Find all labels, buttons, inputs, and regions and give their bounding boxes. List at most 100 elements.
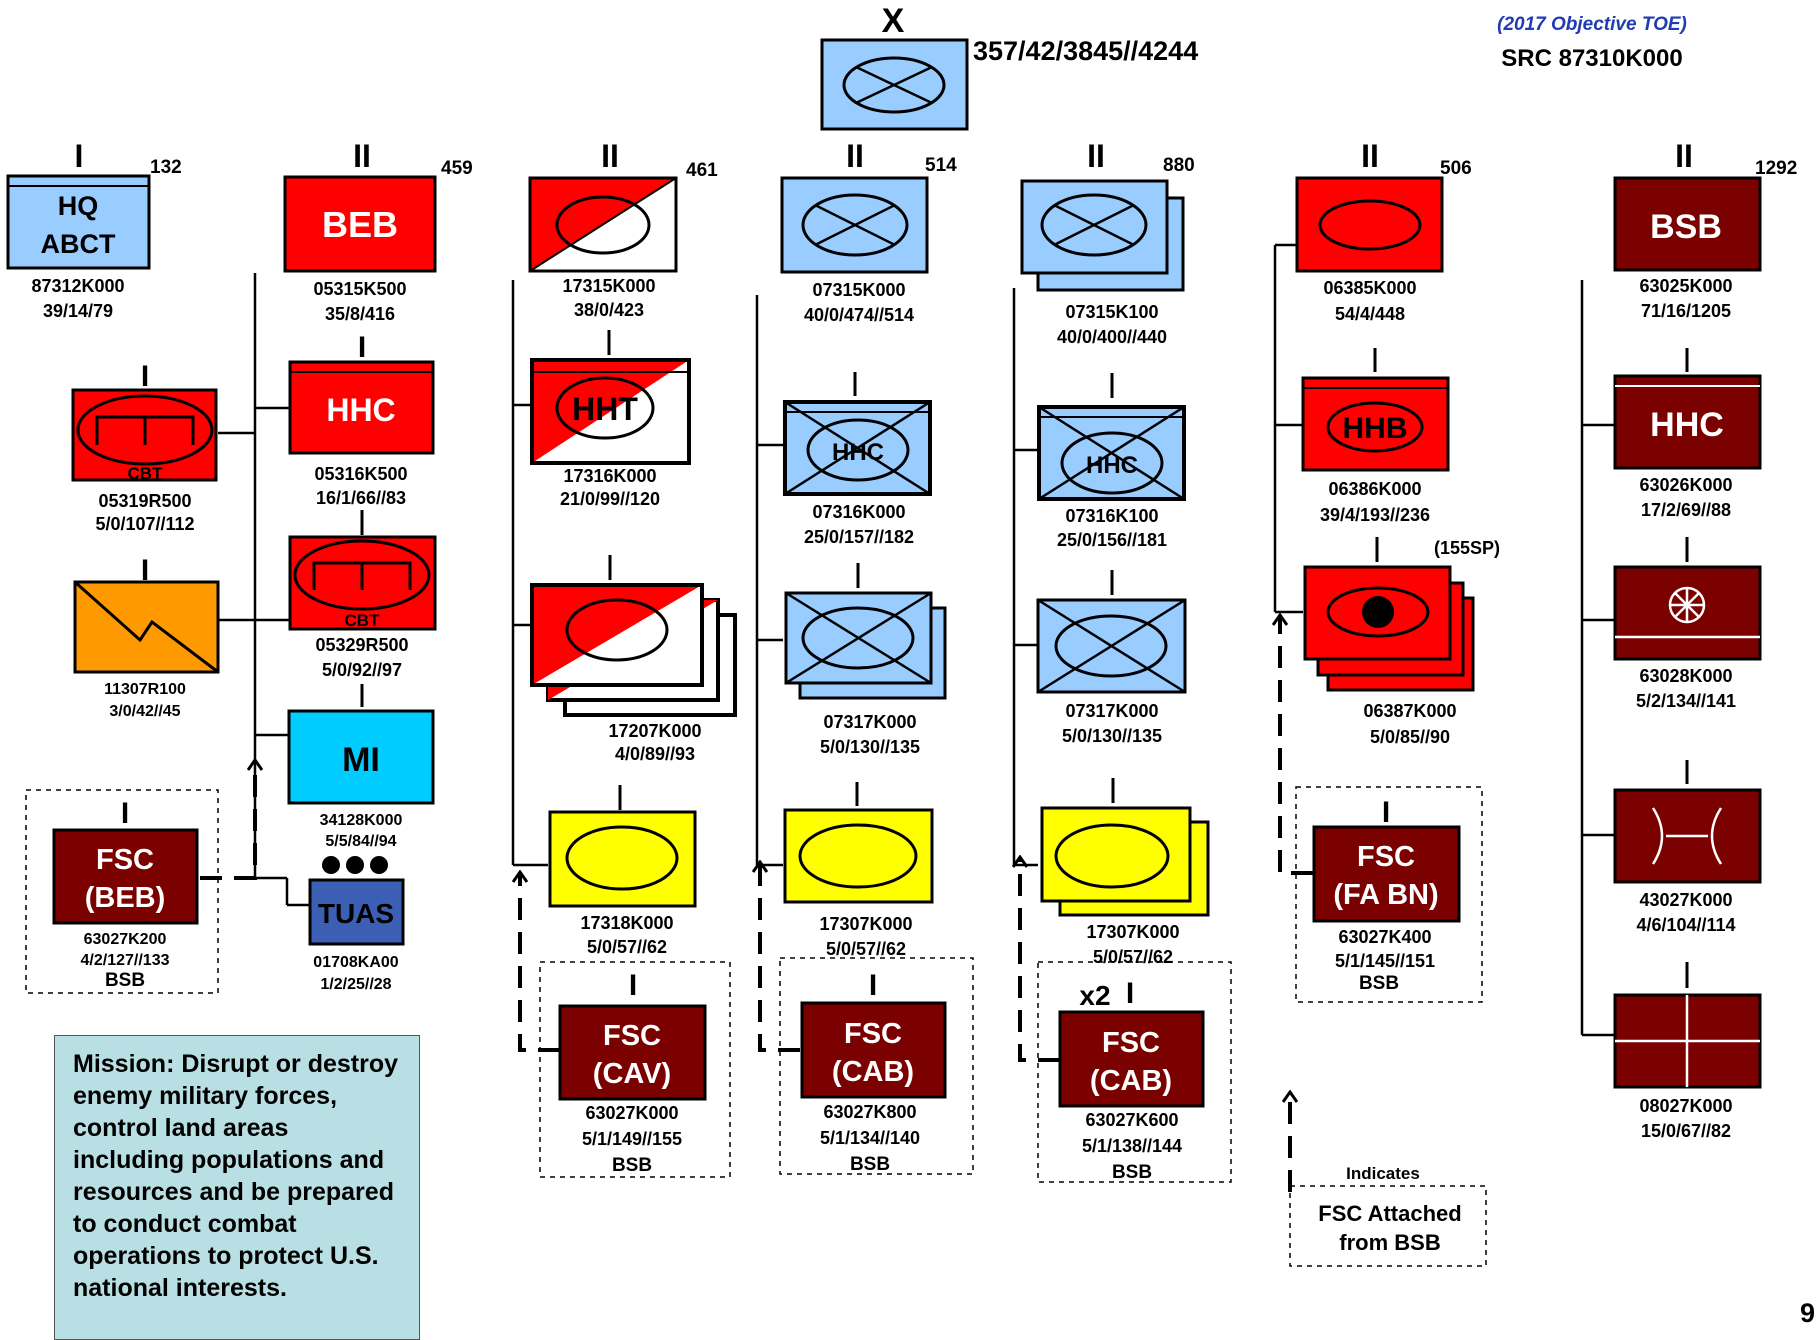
svg-text:17/2/69//88: 17/2/69//88 — [1641, 500, 1731, 520]
svg-text:I: I — [141, 554, 149, 587]
mission-statement: Mission: Disrupt or destroy enemy milita… — [54, 1035, 420, 1340]
svg-text:(FA BN): (FA BN) — [1333, 879, 1438, 911]
unit-beb: II 459 BEB 05315K500 35/8/416 — [283, 138, 473, 324]
unit-fa-battery: (155SP) 06387K000 5/0/85//90 — [1303, 537, 1500, 747]
svg-text:II: II — [353, 138, 371, 174]
svg-text:17315K000: 17315K000 — [562, 276, 655, 296]
svg-text:5/0/107//112: 5/0/107//112 — [95, 514, 194, 534]
unit-fa-battalion: II 506 06385K000 54/4/448 — [1295, 138, 1472, 324]
svg-text:63027K600: 63027K600 — [1085, 1110, 1178, 1130]
svg-text:06386K000: 06386K000 — [1328, 479, 1421, 499]
svg-text:39/4/193//236: 39/4/193//236 — [1320, 505, 1430, 525]
svg-text:43027K000: 43027K000 — [1639, 890, 1732, 910]
unit-cab-07317-b: 07317K000 5/0/130//135 — [1036, 570, 1187, 746]
svg-text:Indicates: Indicates — [1346, 1164, 1420, 1183]
svg-text:05316K500: 05316K500 — [314, 464, 407, 484]
unit-hhc-07316: HHC 07316K000 25/0/157//182 — [783, 372, 932, 547]
svg-text:5/0/57//62: 5/0/57//62 — [587, 937, 667, 957]
svg-text:63028K000: 63028K000 — [1639, 666, 1732, 686]
unit-hhb: HHB 06386K000 39/4/193//236 — [1301, 348, 1450, 525]
svg-text:II: II — [1361, 138, 1379, 174]
unit-fsc-beb: I FSC (BEB) 63027K200 4/2/127//133 BSB — [25, 789, 219, 994]
svg-text:5/0/92//97: 5/0/92//97 — [322, 660, 402, 680]
svg-text:17316K000: 17316K000 — [563, 466, 656, 486]
svg-text:I: I — [869, 969, 877, 1002]
svg-text:11307R100: 11307R100 — [104, 681, 186, 698]
svg-text:25/0/157//182: 25/0/157//182 — [804, 527, 914, 547]
svg-text:461: 461 — [686, 160, 718, 181]
brigade-strength: 357/42/3845//4244 — [973, 36, 1198, 66]
svg-text:05329R500: 05329R500 — [315, 635, 408, 655]
svg-text:5/1/134//140: 5/1/134//140 — [820, 1128, 920, 1148]
svg-text:I: I — [121, 797, 129, 830]
svg-text:BSB: BSB — [1650, 208, 1722, 246]
unit-cab-17307-b: 17307K000 5/0/57//62 — [1040, 778, 1210, 967]
svg-text:01708KA00: 01708KA00 — [313, 954, 399, 971]
svg-text:II: II — [1087, 138, 1105, 174]
svg-text:(BEB): (BEB) — [85, 882, 166, 914]
svg-text:(CAB): (CAB) — [832, 1056, 914, 1088]
svg-text:CBT: CBT — [345, 611, 381, 630]
svg-text:63027K400: 63027K400 — [1338, 927, 1431, 947]
svg-text:from BSB: from BSB — [1339, 1230, 1440, 1255]
svg-text:63027K000: 63027K000 — [585, 1103, 678, 1123]
unit-code: 87312K000 — [31, 276, 124, 296]
svg-text:07316K100: 07316K100 — [1065, 506, 1158, 526]
svg-text:17307K000: 17307K000 — [819, 914, 912, 934]
legend: Indicates FSC Attached from BSB — [1289, 1164, 1487, 1267]
svg-text:07317K000: 07317K000 — [823, 712, 916, 732]
cbt-label: CBT — [128, 464, 164, 483]
svg-text:BSB: BSB — [850, 1154, 890, 1175]
unit-hhc-07316-k100: HHC 07316K100 25/0/156//181 — [1037, 373, 1186, 550]
svg-text:(CAB): (CAB) — [1090, 1065, 1172, 1097]
svg-text:05319R500: 05319R500 — [98, 491, 191, 511]
svg-text:5/0/85//90: 5/0/85//90 — [1370, 727, 1450, 747]
svg-text:4/0/89//93: 4/0/89//93 — [615, 744, 695, 764]
unit-maintenance-63028: 63028K000 5/2/134//141 — [1613, 537, 1762, 711]
svg-text:1292: 1292 — [1755, 158, 1797, 179]
svg-text:BSB: BSB — [612, 1155, 652, 1176]
svg-text:I: I — [629, 969, 637, 1002]
svg-text:5/0/57//62: 5/0/57//62 — [1093, 947, 1173, 967]
unit-signal-11307: I 11307R100 3/0/42//45 — [73, 554, 220, 720]
svg-text:4/2/127//133: 4/2/127//133 — [81, 952, 170, 969]
unit-cab-07315-k100: II 880 07315K100 40/0/400//440 — [1020, 138, 1195, 347]
svg-text:07317K000: 07317K000 — [1065, 701, 1158, 721]
svg-text:I: I — [1382, 796, 1390, 829]
unit-bsb: II 1292 BSB 63025K000 71/16/1205 — [1613, 138, 1797, 321]
svg-text:(155SP): (155SP) — [1434, 538, 1500, 558]
unit-cav-troop: 17207K000 4/0/89//93 — [530, 555, 737, 764]
unit-cbt-05319: I CBT 05319R500 5/0/107//112 — [71, 360, 218, 534]
svg-text:34128K000: 34128K000 — [320, 812, 403, 829]
svg-text:FSC: FSC — [1357, 841, 1415, 873]
svg-text:1/2/25//28: 1/2/25//28 — [320, 976, 391, 993]
svg-text:506: 506 — [1440, 158, 1472, 179]
svg-text:25/0/156//181: 25/0/156//181 — [1057, 530, 1167, 550]
svg-text:5/1/145//151: 5/1/145//151 — [1335, 951, 1435, 971]
unit-cab-07315: II 514 07315K000 40/0/474//514 — [780, 138, 957, 325]
svg-text:459: 459 — [441, 158, 473, 179]
unit-cab-17307-a: 17307K000 5/0/57//62 — [783, 782, 934, 959]
unit-cab-07317-a: 07317K000 5/0/130//135 — [784, 563, 947, 757]
svg-text:FSC: FSC — [844, 1018, 902, 1050]
svg-text:I: I — [141, 360, 149, 393]
svg-text:HHT: HHT — [572, 391, 638, 427]
svg-text:HHC: HHC — [832, 439, 884, 466]
svg-text:5/1/149//155: 5/1/149//155 — [582, 1129, 682, 1149]
unit-hhc-bsb: HHC 63026K000 17/2/69//88 — [1613, 348, 1762, 520]
unit-tuas: TUAS 01708KA00 1/2/25//28 — [308, 856, 405, 993]
svg-text:I: I — [358, 331, 366, 364]
svg-text:5/0/57//62: 5/0/57//62 — [826, 939, 906, 959]
svg-text:07315K100: 07315K100 — [1065, 302, 1158, 322]
src-code: SRC 87310K000 — [1501, 45, 1682, 72]
svg-text:35/8/416: 35/8/416 — [325, 304, 395, 324]
svg-text:5/0/130//135: 5/0/130//135 — [820, 737, 920, 757]
svg-text:08027K000: 08027K000 — [1639, 1096, 1732, 1116]
svg-text:38/0/423: 38/0/423 — [574, 300, 644, 320]
unit-fsc-fa-bn: I FSC (FA BN) 63027K400 5/1/145//151 BSB — [1295, 786, 1483, 1003]
wheel-icon — [1668, 586, 1706, 624]
svg-text:MI: MI — [342, 741, 380, 779]
svg-text:06385K000: 06385K000 — [1323, 278, 1416, 298]
svg-text:HHB: HHB — [1343, 412, 1408, 445]
svg-text:17207K000: 17207K000 — [608, 721, 701, 741]
